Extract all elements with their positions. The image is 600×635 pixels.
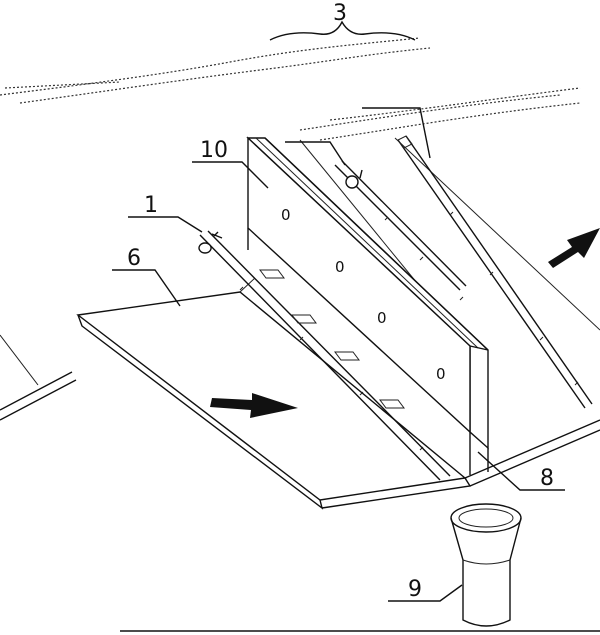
soil-surface-lines bbox=[0, 37, 581, 141]
panel-hole: 0 bbox=[281, 206, 291, 224]
panel-hole: 0 bbox=[436, 365, 446, 383]
flow-arrow-up bbox=[548, 228, 600, 268]
leader-6 bbox=[112, 269, 181, 307]
label-1: 1 bbox=[144, 193, 158, 218]
panel-hole: 0 bbox=[335, 258, 345, 276]
collector-cup bbox=[450, 503, 522, 627]
pipe-upper bbox=[334, 160, 467, 291]
label-3: 3 bbox=[333, 1, 347, 26]
flow-arrow-right bbox=[210, 393, 298, 418]
leader-9 bbox=[388, 584, 463, 602]
label-8: 8 bbox=[540, 466, 554, 491]
label-9: 9 bbox=[408, 577, 422, 602]
leader-1 bbox=[128, 216, 203, 233]
pipe-markers bbox=[239, 211, 579, 451]
leader-right-pipe bbox=[362, 107, 431, 159]
pipe-1 bbox=[198, 230, 451, 481]
leader-8 bbox=[477, 451, 565, 491]
leader-upper-pipe bbox=[285, 141, 346, 166]
label-10: 10 bbox=[200, 138, 228, 163]
leader-10 bbox=[192, 161, 269, 189]
label-6: 6 bbox=[127, 246, 141, 271]
panel-hole: 0 bbox=[377, 309, 387, 327]
left-plane-fragment bbox=[0, 334, 77, 421]
vertical-panel bbox=[246, 136, 489, 475]
brace-3 bbox=[269, 20, 416, 41]
